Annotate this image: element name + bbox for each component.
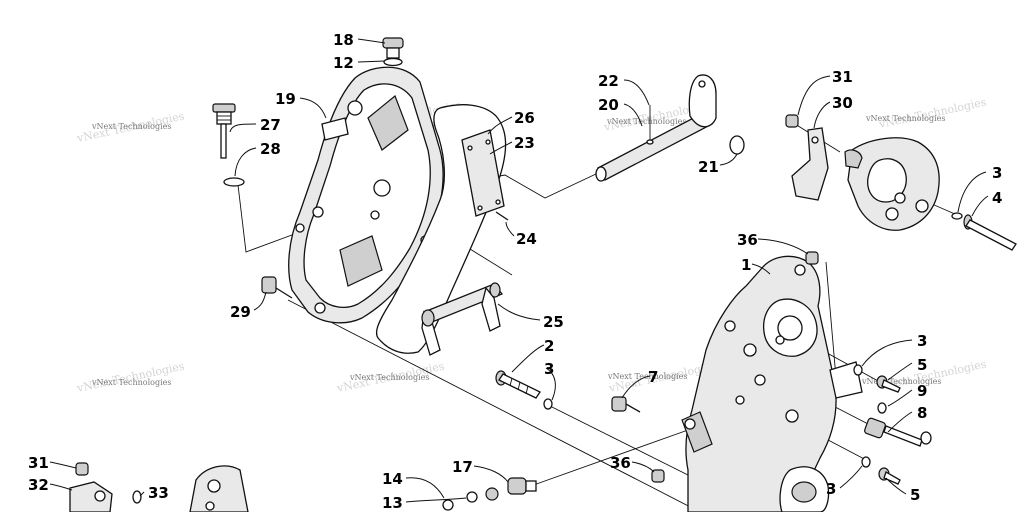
watermark: vNext Technologies <box>91 378 171 387</box>
callout-1: 1 <box>741 256 751 274</box>
callouts: 18 12 19 27 28 26 23 24 22 20 21 31 30 3… <box>28 31 1002 512</box>
chaincase-part-1 <box>681 255 863 512</box>
nut-part-31 <box>75 462 89 476</box>
callout-17: 17 <box>452 458 473 476</box>
lever-part-30 <box>791 127 829 201</box>
callout-25: 25 <box>543 313 564 331</box>
lever-part-32 <box>69 481 113 512</box>
bracket-part-25 <box>421 282 504 356</box>
callout-24: 24 <box>516 230 537 248</box>
callout-26: 26 <box>514 109 535 127</box>
callout-31: 31 <box>832 68 853 86</box>
watermark: vNext Technologies <box>349 373 429 382</box>
watermark: vNext Technologies <box>865 114 945 123</box>
callout-19: 19 <box>275 90 296 108</box>
callout-28: 28 <box>260 140 281 158</box>
callout-3: 3 <box>826 480 836 498</box>
watermark: vNext Technologies <box>91 122 171 131</box>
nut-part-14 <box>442 499 454 511</box>
chaincase-cover-part-19 <box>288 66 444 324</box>
callout-29: 29 <box>230 303 251 321</box>
washer-part-12 <box>383 57 403 67</box>
screw-part-24 <box>495 211 509 221</box>
plug-part-18 <box>382 37 404 59</box>
seal-ring <box>485 487 499 501</box>
washer-part-13 <box>466 491 478 503</box>
callout-22: 22 <box>598 72 619 90</box>
bolt-part-4 <box>963 214 1017 251</box>
watermark: vNext Technologies <box>606 117 686 126</box>
callout-20: 20 <box>598 96 619 114</box>
leader-lines <box>49 38 989 503</box>
watermark: vNext Technologies <box>861 377 941 386</box>
callout-14: 14 <box>382 470 403 488</box>
washer-part-3 <box>853 364 863 376</box>
washer-part-3 <box>951 212 963 220</box>
bolt-part-2 <box>495 370 541 399</box>
callout-13: 13 <box>382 494 403 512</box>
screw-part-5 <box>878 467 901 485</box>
o-ring-part-21 <box>729 135 745 155</box>
adjuster-bolt-part-8 <box>864 417 932 447</box>
assembly-line <box>549 405 691 477</box>
callout-31: 31 <box>28 454 49 472</box>
washer-part-3 <box>861 456 871 468</box>
callout-36: 36 <box>737 231 758 249</box>
callout-30: 30 <box>832 94 853 112</box>
nut-part-31 <box>785 114 799 128</box>
callout-3: 3 <box>917 332 927 350</box>
o-ring-part-28 <box>223 177 245 187</box>
washer-part-3 <box>543 398 553 410</box>
dipstick-part-27 <box>212 103 236 159</box>
callout-7: 7 <box>648 368 658 386</box>
bolt-part-29 <box>261 276 293 299</box>
callout-27: 27 <box>260 116 281 134</box>
washer-part-33 <box>132 490 142 504</box>
callout-21: 21 <box>698 158 719 176</box>
assembly-line <box>527 429 689 488</box>
callout-3: 3 <box>992 164 1002 182</box>
nut-part-36 <box>805 251 819 265</box>
callout-8: 8 <box>917 404 927 422</box>
washer-part-9 <box>877 402 887 414</box>
plug-part-17 <box>507 477 537 495</box>
callout-32: 32 <box>28 476 49 494</box>
assembly-line <box>825 261 837 379</box>
screw-part-5 <box>876 375 901 393</box>
callout-9: 9 <box>917 382 927 400</box>
bolt-part-7 <box>611 396 641 413</box>
nut-part-36 <box>651 469 665 483</box>
callout-3: 3 <box>544 360 554 378</box>
assembly-line <box>237 184 301 253</box>
callout-5: 5 <box>917 356 927 374</box>
callout-12: 12 <box>333 54 354 72</box>
callout-4: 4 <box>992 189 1002 207</box>
callout-2: 2 <box>544 337 554 355</box>
callout-36: 36 <box>610 454 631 472</box>
shaft-part-22 <box>595 74 717 182</box>
sprocket-housing-lower <box>189 465 249 512</box>
callout-33: 33 <box>148 484 169 502</box>
sprocket-housing-upper <box>844 137 940 231</box>
callout-23: 23 <box>514 134 535 152</box>
assembly-line <box>287 299 701 512</box>
callout-18: 18 <box>333 31 354 49</box>
callout-5: 5 <box>910 486 920 504</box>
